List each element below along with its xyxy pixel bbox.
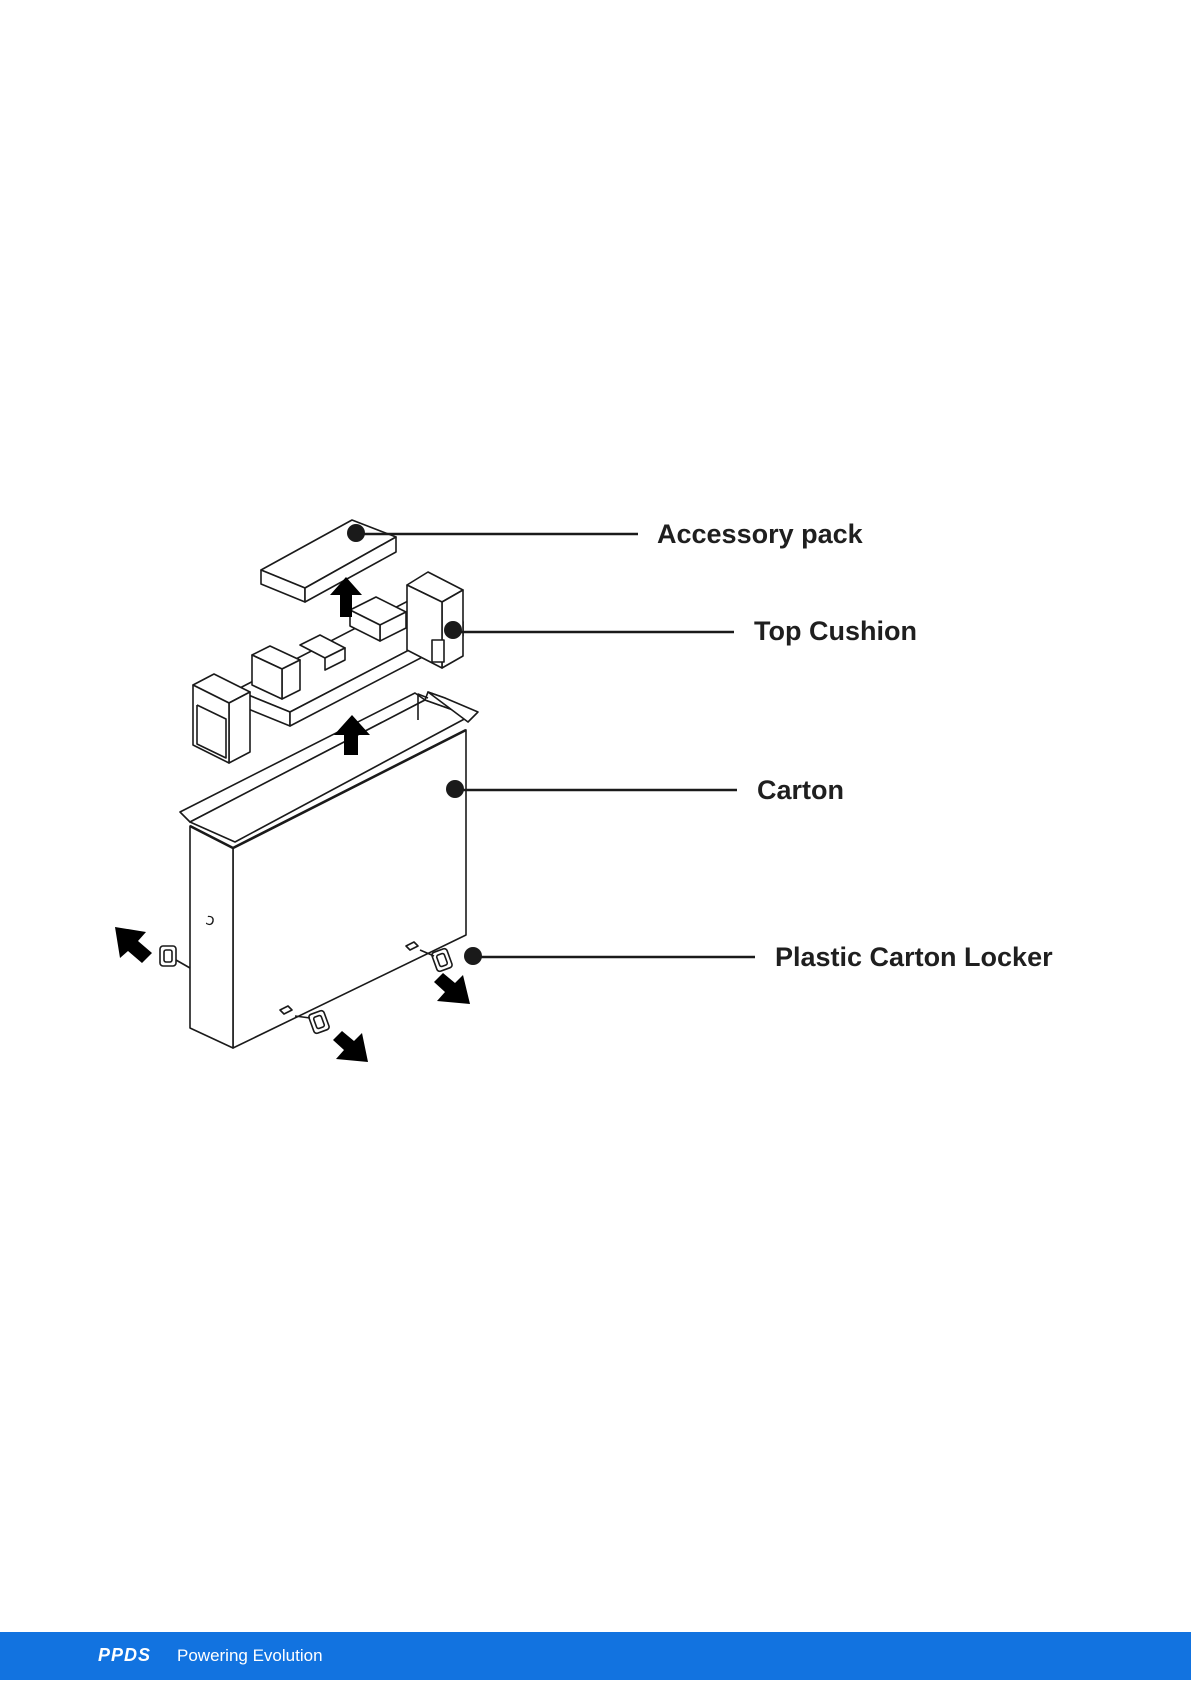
accessory-pack-illustration <box>261 520 396 602</box>
callout-carton: Carton <box>446 775 844 805</box>
arrow-out-left-icon <box>115 927 152 963</box>
arrow-out-down-icon <box>333 1031 368 1062</box>
ppds-logo: PPDS <box>98 1645 151 1666</box>
unpacking-diagram: ↄ Accessory pack Top Cushion <box>0 0 1191 1632</box>
label-accessory-pack: Accessory pack <box>657 519 864 549</box>
footer-bar: PPDS Powering Evolution <box>0 1632 1191 1680</box>
label-plastic-carton-locker: Plastic Carton Locker <box>775 942 1053 972</box>
arrow-out-down-icon <box>434 973 470 1004</box>
footer-tagline: Powering Evolution <box>177 1646 323 1666</box>
label-top-cushion: Top Cushion <box>754 616 917 646</box>
callout-top-cushion: Top Cushion <box>444 616 917 646</box>
label-carton: Carton <box>757 775 844 805</box>
callout-accessory-pack: Accessory pack <box>347 519 864 549</box>
callout-plastic-carton-locker: Plastic Carton Locker <box>464 942 1053 972</box>
